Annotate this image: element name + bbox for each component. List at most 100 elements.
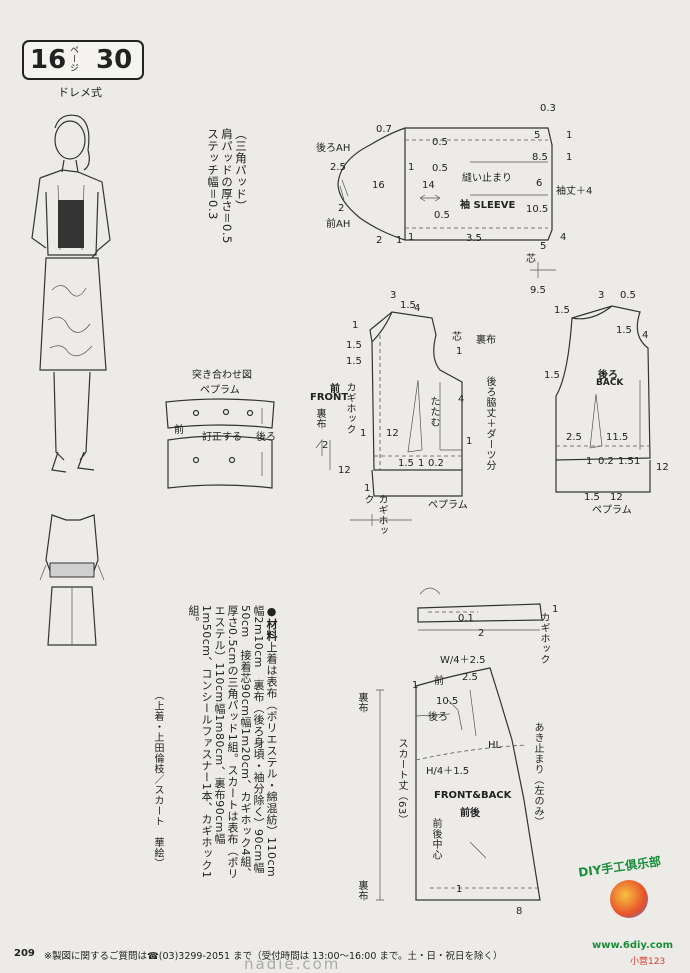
front-hook-label: カギホック bbox=[344, 382, 355, 435]
assembly-title: 突き合わせ図 bbox=[192, 370, 252, 381]
sleeve-fold-label: 芯 bbox=[526, 254, 536, 265]
measure: 1 bbox=[566, 152, 573, 163]
measure: 1 bbox=[456, 346, 463, 357]
measure: 1.5 bbox=[618, 456, 634, 467]
waistband-pattern bbox=[417, 587, 543, 631]
measure: 1.5 bbox=[400, 300, 416, 311]
sleeve-title: 袖 SLEEVE bbox=[460, 200, 516, 211]
skirt-title-en: FRONT&BACK bbox=[434, 790, 512, 801]
inquiry-note: ※製図に関するご質問は☎(03)3299-2051 まで（受付時間は 13:00… bbox=[44, 951, 503, 962]
measure: 1 bbox=[418, 458, 425, 469]
pattern-number-box: 16 ページ 30 bbox=[22, 40, 144, 80]
assembly-back-label: 後ろ bbox=[256, 432, 276, 443]
measure: 1.5 bbox=[544, 370, 560, 381]
back-bodice-pattern bbox=[555, 305, 651, 493]
measure: 1 bbox=[360, 428, 367, 439]
front-dart-label: たたむ bbox=[428, 396, 439, 428]
measure: 1 bbox=[364, 483, 371, 494]
measure: 6 bbox=[536, 178, 543, 189]
front-hook-label-2: カギホック bbox=[362, 494, 387, 536]
measure: 8.5 bbox=[532, 152, 548, 163]
back-bodice-title: 後ろ bbox=[598, 370, 618, 381]
measure: 1 bbox=[566, 130, 573, 141]
page-number: 209 bbox=[14, 948, 35, 959]
logo-url: www.6diy.com bbox=[592, 940, 674, 951]
measure: 2 bbox=[338, 203, 345, 214]
measure: 16 bbox=[372, 180, 385, 191]
measure: 3.5 bbox=[466, 233, 482, 244]
measure: 1.5 bbox=[584, 492, 600, 503]
measure: 0.5 bbox=[620, 290, 636, 301]
front-lining-side-label: 裏布 bbox=[314, 408, 325, 429]
skirt-lining-label-2: 裏布 bbox=[356, 880, 367, 901]
front-lining-label: 裏布 bbox=[476, 335, 496, 346]
measure: 2 bbox=[478, 628, 485, 639]
measure: 2 bbox=[322, 440, 329, 451]
back-bodice-title-en: BACK bbox=[596, 378, 624, 388]
skirt-back-label: 後ろ bbox=[428, 712, 448, 723]
sleeve-length-label: 袖丈＋4 bbox=[556, 186, 593, 197]
measure: 9.5 bbox=[530, 285, 546, 296]
measure: 1 bbox=[466, 436, 473, 447]
front-core-label: 芯 bbox=[452, 332, 462, 343]
measure: 4 bbox=[414, 303, 421, 314]
back-armhole-label: 後ろAH bbox=[316, 143, 351, 154]
skirt-opening-label: あき止まり（左のみ） bbox=[532, 722, 543, 827]
measure: 1 bbox=[552, 604, 559, 615]
measure: 0.5 bbox=[432, 163, 448, 174]
measure: 1 bbox=[408, 232, 415, 243]
measure: 1 bbox=[352, 320, 359, 331]
skirt-hip-line: HL bbox=[488, 740, 502, 751]
measure: 3 bbox=[598, 290, 605, 301]
measure: 2.5 bbox=[462, 672, 478, 683]
measure: 5 bbox=[534, 130, 541, 141]
skirt-front-label: 前 bbox=[434, 676, 444, 687]
watermark-text: nadie.com bbox=[244, 955, 341, 973]
measure: 12 bbox=[656, 462, 669, 473]
measure: 4 bbox=[560, 232, 567, 243]
measure: 8 bbox=[516, 906, 523, 917]
measure: 1 bbox=[396, 235, 403, 246]
page-label: ページ bbox=[68, 45, 78, 72]
measure: 0.2 bbox=[598, 456, 614, 467]
measure: 1.5 bbox=[346, 356, 362, 367]
skirt-hip-formula: H/4＋1.5 bbox=[426, 766, 470, 777]
sleeve-pattern bbox=[337, 127, 556, 278]
pattern-number-right: 30 bbox=[96, 45, 133, 75]
measure: 2 bbox=[376, 235, 383, 246]
measure: 11.5 bbox=[606, 432, 629, 443]
measure: 1.5 bbox=[616, 325, 632, 336]
measure: 1.5 bbox=[398, 458, 414, 469]
waistband-hook-label: カギホック bbox=[538, 612, 549, 665]
measure: 2.5 bbox=[566, 432, 582, 443]
stitch-note: ステッチ幅＝0.3 bbox=[206, 128, 220, 220]
sleeve-stop-label: 縫い止まり bbox=[462, 173, 512, 184]
watermark-logo: DIY手工俱乐部 www.6diy.com 小营123 bbox=[577, 854, 686, 970]
fashion-figure-illustration bbox=[31, 114, 111, 473]
logo-globe-icon bbox=[610, 880, 648, 918]
measure: 0.1 bbox=[458, 613, 474, 624]
materials-credit: （上着・上田倫枝／スカート 華絵） bbox=[152, 690, 163, 869]
materials-block: ●材料上着は表布（ポリエステル・綿混紡）110cm幅2m10cm 裏布（後ろ身頃… bbox=[172, 605, 278, 885]
materials-body: 上着は表布（ポリエステル・綿混紡）110cm幅2m10cm 裏布（後ろ身頃・袖分… bbox=[187, 605, 278, 880]
front-side-length-note: 後ろ脇丈＋ダーツ分 bbox=[484, 376, 495, 471]
measure: 3 bbox=[390, 290, 397, 301]
measure: 1 bbox=[408, 162, 415, 173]
materials-title: ●材料 bbox=[265, 605, 278, 642]
measure: 12 bbox=[338, 465, 351, 476]
pattern-number-left: 16 bbox=[30, 45, 67, 75]
measure: 1 bbox=[412, 680, 419, 691]
shoulder-pad-type: （三角パッド） bbox=[234, 128, 248, 212]
measure: 0.7 bbox=[376, 124, 392, 135]
front-bodice-title-en: FRONT bbox=[310, 392, 349, 403]
measure: 1.5 bbox=[346, 340, 362, 351]
peplum-assembly-diagram bbox=[165, 398, 275, 489]
measure: 10.5 bbox=[436, 696, 459, 707]
measure: 1 bbox=[456, 884, 463, 895]
skirt-lining-label: 裏布 bbox=[356, 692, 367, 713]
measure: 0.2 bbox=[428, 458, 444, 469]
measure: 5 bbox=[540, 241, 547, 252]
assembly-front-label: 前 bbox=[174, 425, 184, 436]
measure: 12 bbox=[386, 428, 399, 439]
